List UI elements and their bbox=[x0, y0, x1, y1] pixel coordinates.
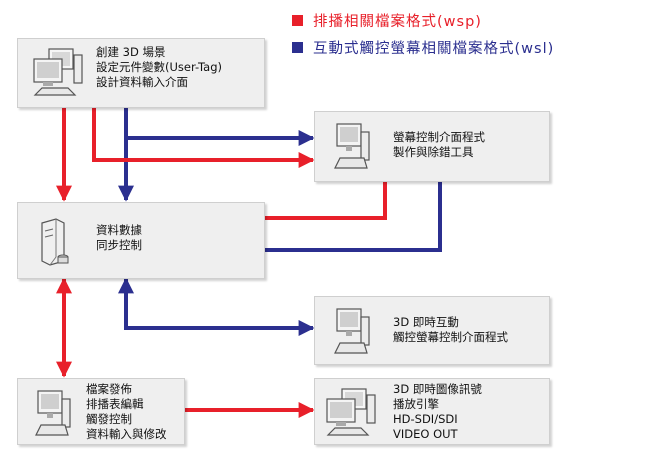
legend-label-wsl: 互動式觸控螢幕相關檔案格式(wsl) bbox=[313, 41, 555, 57]
node-line: 排播表編輯 bbox=[86, 397, 144, 411]
node-line: 螢幕控制介面程式 bbox=[393, 130, 485, 144]
legend-swatch-red bbox=[292, 15, 303, 26]
node-render-engine: 3D 即時圖像訊號 播放引擎 HD-SDI/SDI VIDEO OUT bbox=[314, 378, 550, 445]
node-render-engine-text: 3D 即時圖像訊號 播放引擎 HD-SDI/SDI VIDEO OUT bbox=[393, 382, 482, 442]
legend-label-wsp: 排播相關檔案格式(wsp) bbox=[313, 14, 482, 30]
computer-icon bbox=[333, 122, 371, 176]
node-line: VIDEO OUT bbox=[393, 427, 458, 441]
computer-icon bbox=[32, 47, 84, 101]
node-line: 觸控螢幕控制介面程式 bbox=[393, 330, 508, 344]
node-line: 3D 即時圖像訊號 bbox=[393, 382, 482, 396]
server-icon bbox=[38, 217, 70, 271]
node-line: HD-SDI/SDI bbox=[393, 412, 458, 426]
node-line: 資料數據 bbox=[96, 223, 142, 237]
node-publish: 檔案發佈 排播表編輯 觸發控制 資料輸入與修改 bbox=[17, 378, 185, 445]
link-create-to-tool-red bbox=[92, 108, 315, 168]
legend-item-wsl: 互動式觸控螢幕相關檔案格式(wsl) bbox=[292, 37, 554, 58]
link-tool-to-sync-blue bbox=[208, 182, 442, 258]
node-line: 觸發控制 bbox=[86, 412, 132, 426]
node-line: 設定元件變數(User-Tag) bbox=[96, 60, 223, 74]
node-data-sync: 資料數據 同步控制 bbox=[17, 202, 265, 279]
node-publish-text: 檔案發佈 排播表編輯 觸發控制 資料輸入與修改 bbox=[86, 382, 167, 442]
node-3d-interact-text: 3D 即時互動 觸控螢幕控制介面程式 bbox=[393, 315, 508, 345]
node-line: 創建 3D 場景 bbox=[96, 45, 166, 59]
node-touch-control-tool: 螢幕控制介面程式 製作與除錯工具 bbox=[314, 111, 550, 182]
node-data-sync-text: 資料數據 同步控制 bbox=[96, 223, 142, 253]
node-line: 播放引擎 bbox=[393, 397, 439, 411]
link-tool-to-sync-red bbox=[208, 182, 387, 226]
node-3d-interact: 3D 即時互動 觸控螢幕控制介面程式 bbox=[314, 296, 550, 365]
node-create-scene-text: 創建 3D 場景 設定元件變數(User-Tag) 設計資料輸入介面 bbox=[96, 45, 222, 90]
computer-icon bbox=[325, 387, 377, 441]
node-line: 同步控制 bbox=[96, 238, 142, 252]
node-line: 檔案發佈 bbox=[86, 382, 132, 396]
legend-item-wsp: 排播相關檔案格式(wsp) bbox=[292, 10, 482, 31]
computer-icon bbox=[34, 389, 72, 443]
link-sync-interact-blue bbox=[118, 277, 315, 336]
legend-swatch-blue bbox=[292, 42, 303, 53]
node-line: 製作與除錯工具 bbox=[393, 145, 474, 159]
computer-icon bbox=[333, 307, 371, 361]
node-line: 設計資料輸入介面 bbox=[96, 75, 188, 89]
node-line: 資料輸入與修改 bbox=[86, 427, 167, 441]
node-line: 3D 即時互動 bbox=[393, 315, 459, 329]
node-create-scene: 創建 3D 場景 設定元件變數(User-Tag) 設計資料輸入介面 bbox=[17, 38, 265, 108]
node-touch-control-tool-text: 螢幕控制介面程式 製作與除錯工具 bbox=[393, 130, 485, 160]
